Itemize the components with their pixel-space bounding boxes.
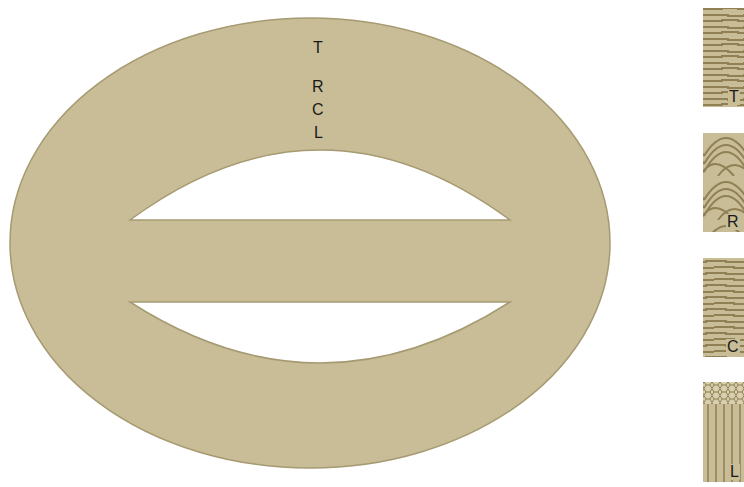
- texture-panel: [703, 382, 744, 404]
- panel-label: R: [726, 214, 740, 230]
- panel-label: L: [729, 464, 740, 480]
- panel-label: T: [728, 89, 740, 105]
- layer-label: R: [312, 79, 324, 95]
- layer-label: L: [314, 125, 323, 141]
- texture-panel: [703, 258, 744, 357]
- layer-label: T: [313, 40, 323, 56]
- texture-panel: [703, 8, 744, 107]
- texture-panel: [703, 133, 744, 232]
- texture-panel: [703, 382, 744, 482]
- layer-label: C: [312, 102, 324, 118]
- panel-label: C: [726, 339, 740, 355]
- bone-shape: [10, 18, 610, 468]
